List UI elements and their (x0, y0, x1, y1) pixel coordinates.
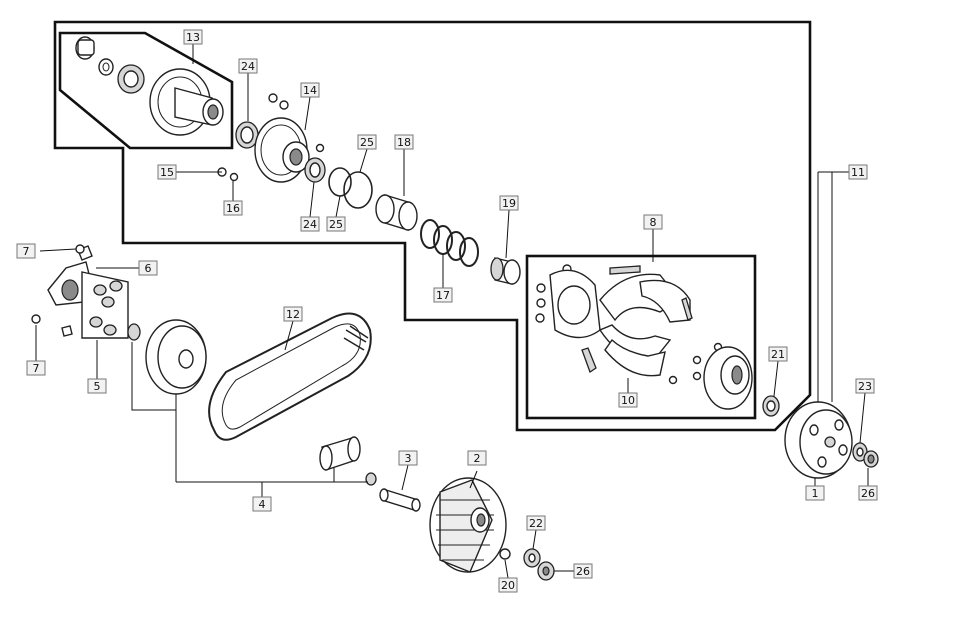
clutch-bell-part (784, 401, 853, 479)
callout-5: 5 (87, 378, 107, 394)
callout-23-text: 23 (858, 380, 872, 393)
fan-drive-face-part (429, 477, 507, 573)
callout-21-text: 21 (771, 348, 785, 361)
callout-26b: 26 (858, 485, 878, 501)
callout-25b: 25 (326, 216, 346, 232)
callout-8: 8 (643, 214, 663, 230)
callout-5-text: 5 (94, 380, 101, 393)
callout-17: 17 (433, 287, 453, 303)
callout-16: 16 (223, 200, 243, 216)
callout-26a: 26 (573, 563, 593, 579)
callout-22: 22 (526, 515, 546, 531)
callout-11-text: 11 (851, 166, 865, 179)
callout-17-text: 17 (436, 289, 450, 302)
callout-24b-text: 24 (303, 218, 317, 231)
leader-lines (35, 44, 869, 579)
callout-19: 19 (499, 195, 519, 211)
callout-20-text: 20 (501, 579, 515, 592)
outer-assembly-frame (53, 20, 812, 432)
callout-7a-text: 7 (23, 245, 30, 258)
callout-3-text: 3 (405, 452, 412, 465)
spring-seat-part (490, 257, 521, 285)
callout-14-text: 14 (303, 84, 317, 97)
callout-24a: 24 (238, 58, 258, 74)
callout-1-text: 1 (812, 487, 819, 500)
callout-23: 23 (855, 378, 875, 394)
shaft-sleeve-part (379, 488, 421, 512)
callout-7b-text: 7 (33, 362, 40, 375)
roller-weights-part (81, 271, 129, 339)
callout-12-text: 12 (286, 308, 300, 321)
clutch-nut-part (762, 395, 780, 417)
callout-1: 1 (805, 485, 825, 501)
callout-24a-text: 24 (241, 60, 255, 73)
collar-part (375, 194, 418, 231)
callout-25a-text: 25 (360, 136, 374, 149)
callout-25a: 25 (357, 134, 377, 150)
callout-4: 4 (252, 496, 272, 512)
slider-pieces-part (31, 314, 73, 337)
clutch-assembly-part (535, 264, 753, 410)
callout-22-text: 22 (529, 517, 543, 530)
variator-pulley-part (127, 319, 207, 395)
bell-washer-nut-part (852, 442, 879, 468)
callout-13-text: 13 (186, 31, 200, 44)
callout-14: 14 (300, 82, 320, 98)
callout-2-text: 2 (474, 452, 481, 465)
callout-19-text: 19 (502, 197, 516, 210)
fixed-driven-face-part (254, 93, 325, 183)
callout-24b: 24 (300, 216, 320, 232)
drive-belt-part (208, 312, 372, 441)
driven-pulley-part (75, 36, 224, 136)
callout-15: 15 (157, 164, 177, 180)
oil-seal-lower-part (304, 157, 326, 183)
callout-15-text: 15 (160, 166, 174, 179)
driven-pulley-subgroup-frame (58, 31, 234, 150)
callout-12: 12 (283, 306, 303, 322)
callout-11: 11 (848, 164, 868, 180)
o-ring-part (328, 167, 373, 209)
callout-25b-text: 25 (329, 218, 343, 231)
callout-18-text: 18 (397, 136, 411, 149)
callout-16-text: 16 (226, 202, 240, 215)
callout-8-text: 8 (650, 216, 657, 229)
guide-pin-part (217, 167, 239, 182)
callout-20: 20 (498, 577, 518, 593)
callout-21: 21 (768, 346, 788, 362)
variator-bushing-part (319, 436, 377, 486)
callout-6-text: 6 (145, 262, 152, 275)
callout-4-text: 4 (259, 498, 266, 511)
callout-13: 13 (183, 29, 203, 45)
callout-3: 3 (398, 450, 418, 466)
fan-nut-washer-part (499, 548, 555, 581)
clutch-subgroup-frame (525, 254, 757, 420)
oil-seal-part (235, 121, 259, 149)
callout-26b-text: 26 (861, 487, 875, 500)
callout-10: 10 (618, 392, 638, 408)
callout-6: 6 (138, 260, 158, 276)
callout-10-text: 10 (621, 394, 635, 407)
callout-7a: 7 (16, 243, 36, 259)
callout-7b: 7 (26, 360, 46, 376)
callout-2: 2 (467, 450, 487, 466)
callout-26a-text: 26 (576, 565, 590, 578)
callout-18: 18 (394, 134, 414, 150)
driven-spring-part (420, 219, 479, 267)
